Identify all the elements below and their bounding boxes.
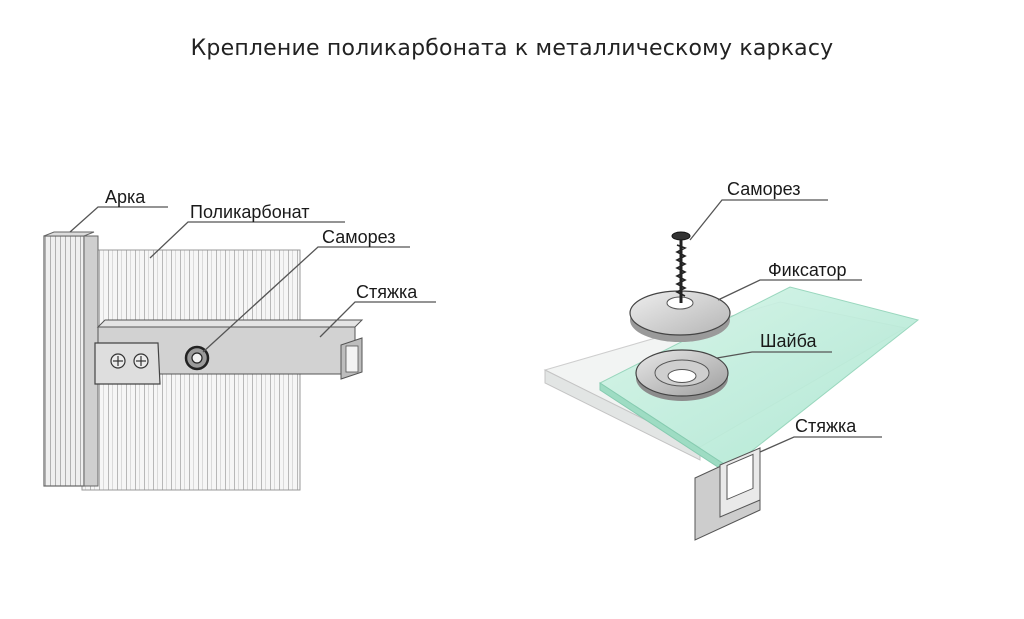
washer-leader (716, 351, 832, 359)
label-polycarbonate: Поликарбонат (190, 202, 310, 222)
arch-profile-front (43, 235, 85, 487)
washer-icon (635, 349, 729, 401)
arch-profile-top (43, 231, 95, 237)
tie-leader-right (759, 436, 882, 453)
connector-plate (94, 342, 161, 385)
plate-bolt-icon (133, 353, 149, 369)
screw-leader-left (202, 246, 410, 353)
arch-leader (69, 206, 168, 233)
label-fixator: Фиксатор (768, 260, 847, 280)
label-tie-right: Стяжка (795, 416, 857, 436)
left-assembly (43, 231, 364, 491)
label-screw-left: Саморез (322, 227, 395, 247)
tie-leader-left (319, 301, 436, 338)
fixator-leader (717, 279, 862, 301)
label-arch: Арка (105, 187, 146, 207)
polycarbonate-leader (149, 221, 345, 259)
tie-beam-top (96, 319, 364, 328)
self-tapping-screw-icon (671, 231, 691, 303)
screw-head-icon (184, 345, 210, 371)
label-tie-left: Стяжка (356, 282, 418, 302)
tie-beam-end-hole (345, 345, 359, 373)
label-washer: Шайба (760, 331, 817, 351)
label-screw-right: Саморез (727, 179, 800, 199)
right-assembly (543, 231, 920, 541)
page-title: Крепление поликарбоната к металлическому… (190, 36, 834, 61)
fixator-icon (629, 290, 731, 342)
plate-bolt-icon (110, 353, 126, 369)
screw-leader-right (689, 199, 828, 241)
tie-tube-hole (726, 453, 754, 501)
